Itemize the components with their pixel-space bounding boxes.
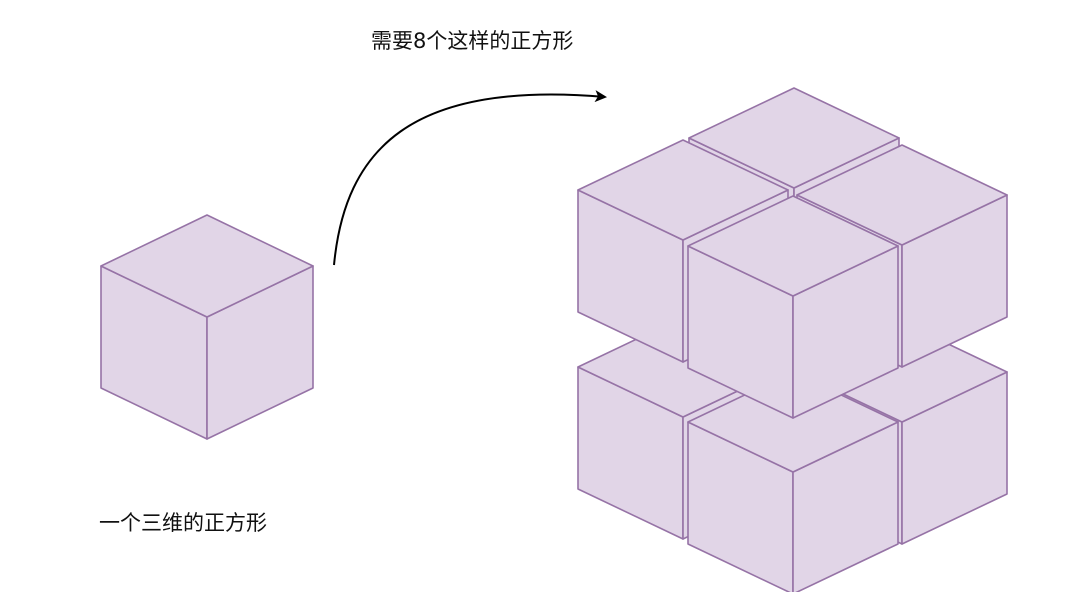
cube-top-face (577, 139, 789, 241)
cube-top-face (687, 195, 899, 297)
single-cube (100, 214, 314, 440)
cube-top-face (688, 87, 900, 189)
unit-cube (100, 214, 314, 440)
cube-top-face (100, 214, 314, 318)
arrow-caption: 需要8个这样的正方形 (371, 29, 574, 53)
sub-cube-top-front (687, 195, 899, 419)
sub-cube-bottom-front (687, 371, 899, 592)
cube-top-face (687, 371, 899, 473)
cube-caption: 一个三维的正方形 (99, 511, 267, 535)
curved-arrow (333, 90, 607, 266)
cube-top-face (796, 144, 1008, 246)
assembled-cube (577, 87, 1008, 592)
